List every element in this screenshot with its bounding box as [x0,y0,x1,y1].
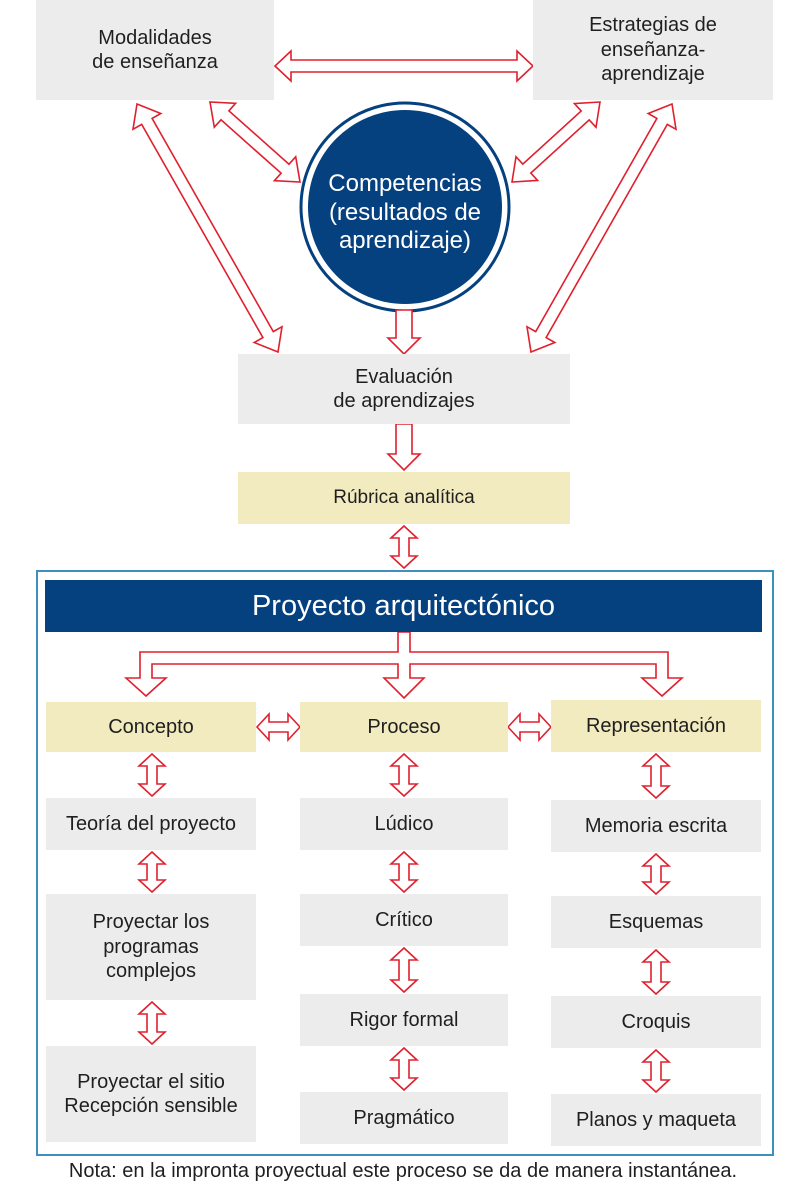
concepto-item-label: Proyectar los programas complejos [92,911,210,983]
representacion-item-label: Croquis [621,1010,691,1033]
representacion-item: Esquemas [551,896,761,948]
proceso-item-label: Lúdico [374,812,434,835]
concepto-item-label: Proyectar el sitio Recepción sensible [64,1070,238,1117]
proceso-header: Proceso [300,702,508,752]
proceso-item: Rigor formal [300,994,508,1046]
competencias-circle [308,110,502,304]
representacion-item-label: Memoria escrita [584,814,728,837]
proceso-header-label: Proceso [367,715,441,738]
representacion-item: Croquis [551,996,761,1048]
concepto-item: Teoría del proyecto [46,798,256,850]
modalidades-box: Modalidades de enseñanza [36,0,274,100]
arrow-representacion-v4 [640,1048,672,1094]
proyecto-frame [36,570,774,1156]
arrow-proyecto-branches [123,631,685,700]
competencias-label: Competencias (resultados de aprendizaje) [328,169,482,255]
representacion-header-label: Representación [585,714,727,737]
arrow-modalidades-estrategias [273,49,535,83]
arrow-proceso-v2 [388,850,420,894]
arrow-representacion-v3 [640,948,672,996]
evaluacion-box: Evaluación de aprendizajes [238,354,570,424]
arrow-proceso-v3 [388,946,420,994]
concepto-item: Proyectar el sitio Recepción sensible [46,1046,256,1142]
representacion-item-label: Planos y maqueta [575,1108,737,1131]
proceso-item: Crítico [300,894,508,946]
proceso-item-label: Pragmático [353,1106,455,1129]
proyecto-title: Proyecto arquitectónico [45,580,762,632]
proceso-item: Pragmático [300,1092,508,1144]
arrow-representacion-v1 [640,752,672,800]
arrow-rubrica-proyecto [388,524,420,570]
arrow-modalidades-competencias [209,101,301,183]
rubrica-label: Rúbrica analítica [333,487,475,509]
proceso-item-label: Crítico [375,908,433,931]
evaluacion-label: Evaluación de aprendizajes [333,365,475,412]
representacion-item: Planos y maqueta [551,1094,761,1146]
arrow-concepto-v2 [136,850,168,894]
estrategias-box: Estrategias de enseñanza- aprendizaje [533,0,773,100]
arrow-evaluacion-rubrica [386,423,422,472]
representacion-item: Memoria escrita [551,800,761,852]
concepto-header-label: Concepto [108,715,194,738]
arrow-proceso-v4 [388,1046,420,1092]
concepto-header: Concepto [46,702,256,752]
rubrica-box: Rúbrica analítica [238,472,570,524]
concepto-item-label: Teoría del proyecto [65,812,237,835]
concepto-item: Proyectar los programas complejos [46,894,256,1000]
modalidades-label: Modalidades de enseñanza [92,26,218,73]
arrow-concepto-v1 [136,752,168,798]
arrow-estrategias-evaluacion [525,102,678,354]
arrow-representacion-v2 [640,852,672,896]
footnote: Nota: en la impronta proyectual este pro… [68,1160,738,1182]
representacion-item-label: Esquemas [608,910,704,933]
arrow-concepto-v3 [136,1000,168,1046]
estrategias-label: Estrategias de enseñanza- aprendizaje [589,14,717,86]
arrow-estrategias-competencias [511,101,601,183]
arrow-modalidades-evaluacion [131,102,284,354]
arrow-competencias-evaluacion [386,309,422,356]
representacion-header: Representación [551,700,761,752]
proceso-item-label: Rigor formal [349,1008,459,1031]
proceso-item: Lúdico [300,798,508,850]
arrow-proceso-v1 [388,752,420,798]
